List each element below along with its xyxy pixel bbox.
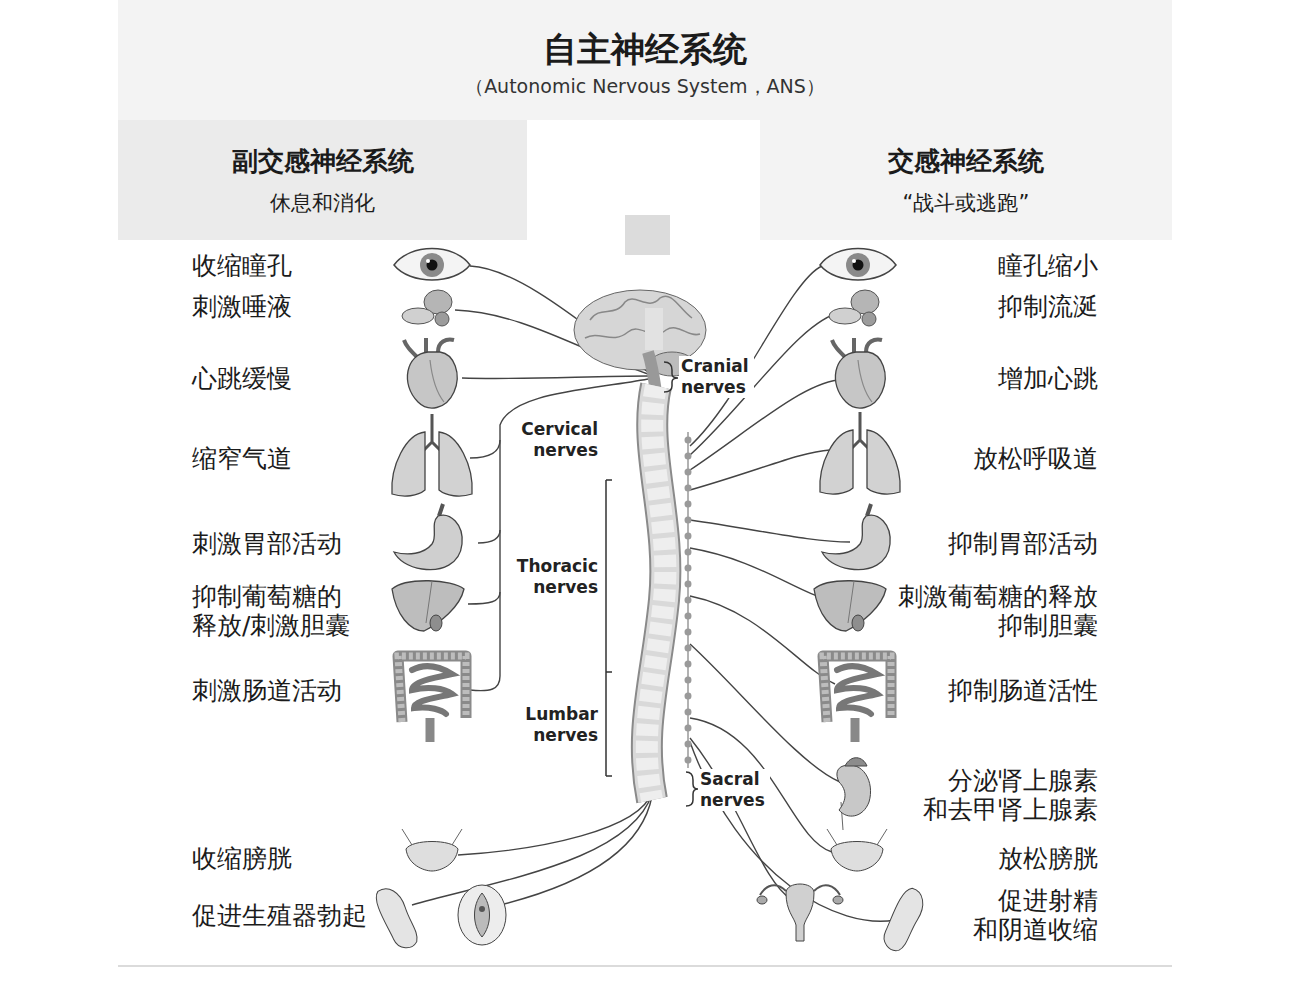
header-panel: 交感神经系统 “战斗或逃跑” [760, 120, 1172, 240]
effect-label: 放松呼吸道 [970, 444, 1101, 473]
heart-icon [832, 338, 885, 408]
title-band [118, 0, 1172, 120]
effect-label: 刺激肠道活动 [189, 676, 345, 705]
spine-outline [647, 386, 666, 800]
stomach-icon [822, 504, 890, 570]
spine-body [647, 386, 666, 800]
gland-icon [829, 290, 879, 326]
nerve-line [690, 596, 835, 684]
effect-label: 抑制胃部活动 [945, 529, 1101, 558]
panel-subheading: 休息和消化 [270, 189, 375, 217]
sacral-bracket [686, 772, 698, 806]
lungs-icon [820, 412, 900, 494]
bottom-rule [118, 965, 1172, 967]
nerve-group-label: Sacral nerves [698, 769, 770, 811]
header-panel: 副交感神经系统休息和消化 [118, 120, 527, 240]
heart-icon [404, 338, 457, 408]
spinal-column [647, 386, 692, 800]
nerve-group-label: Cranial nerves [679, 356, 754, 398]
female-organ-icon [458, 885, 506, 945]
nerve-lines [412, 266, 895, 921]
intestines-icon [823, 656, 891, 742]
kidney-icon [837, 758, 871, 830]
effect-label: 刺激葡萄糖的释放 抑制胆囊 [892, 582, 1101, 640]
effect-label: 刺激胃部活动 [189, 529, 345, 558]
effect-label: 刺激唾液 [189, 292, 295, 321]
effect-label: 放松膀胱 [995, 844, 1101, 873]
nerve-group-label: Lumbar nerves [520, 704, 600, 746]
eye-icon [820, 249, 896, 281]
liver-icon [392, 581, 464, 631]
effect-label: 抑制葡萄糖的 释放/刺激胆囊 [189, 582, 357, 640]
effect-label: 抑制肠道活性 [945, 676, 1101, 705]
lungs-icon [392, 414, 472, 496]
nerve-line [690, 450, 830, 490]
effect-label: 心跳缓慢 [189, 364, 295, 393]
nerve-line [690, 644, 840, 782]
male-organ-icon [879, 885, 929, 954]
gland-icon [402, 290, 452, 326]
nerve-group-label: Cervical nerves [516, 419, 600, 461]
redaction-patch [645, 308, 663, 350]
nerve-line [470, 379, 648, 691]
nerve-line [690, 520, 850, 542]
effect-label: 增加心跳 [995, 364, 1101, 393]
nerve-line [462, 376, 648, 379]
panel-heading: 交感神经系统 [888, 144, 1044, 179]
spinal-bracket [606, 480, 612, 776]
effect-label: 收缩膀胱 [189, 844, 295, 873]
brackets [606, 362, 698, 806]
panel-subheading: “战斗或逃跑” [903, 189, 1030, 217]
effect-label: 缩窄气道 [189, 444, 295, 473]
subtitle: （Autonomic Nervous System，ANS） [465, 74, 825, 100]
stomach-icon [394, 504, 462, 570]
diagram-title: 自主神经系统 [543, 27, 747, 73]
uterus-icon [757, 884, 843, 941]
nerve-line [500, 796, 652, 905]
redaction-patch [625, 215, 670, 255]
nerve-line [468, 592, 500, 604]
eye-icon [394, 249, 470, 281]
vertebrae [647, 386, 666, 800]
nerve-line [470, 440, 500, 458]
organs-left [372, 249, 506, 953]
effect-label: 促进射精 和阴道收缩 [967, 886, 1101, 944]
effect-label: 分泌肾上腺素 和去甲肾上腺素 [917, 766, 1101, 824]
nerve-line [690, 548, 832, 600]
bladder-icon [402, 829, 462, 871]
brain-gyri [585, 296, 700, 338]
bladder-icon [827, 829, 887, 871]
liver-icon [814, 581, 886, 631]
nerve-line [458, 792, 652, 855]
male-organ-icon [372, 883, 422, 952]
effect-label: 瞳孔缩小 [995, 251, 1101, 280]
intestines-icon [398, 656, 466, 742]
effect-label: 收缩瞳孔 [189, 251, 295, 280]
panel-heading: 副交感神经系统 [232, 144, 414, 179]
nerve-line [690, 718, 832, 852]
nerve-group-label: Thoracic nerves [511, 556, 600, 598]
effect-label: 促进生殖器勃起 [189, 901, 370, 930]
effect-label: 抑制流涎 [995, 292, 1101, 321]
chain-ganglia [685, 437, 692, 764]
nerve-line [478, 530, 500, 543]
cranial-bracket [664, 362, 678, 392]
